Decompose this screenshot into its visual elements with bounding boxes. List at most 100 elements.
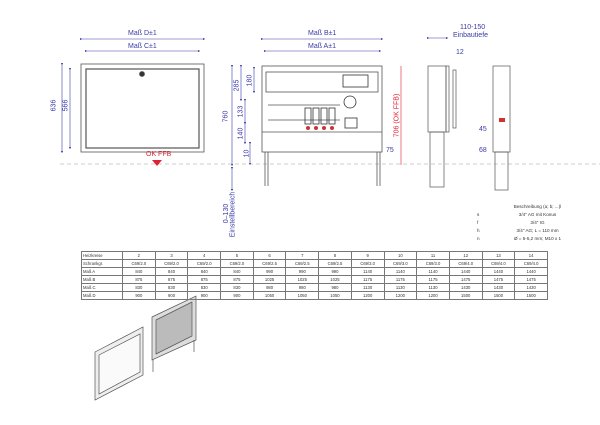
table-cell: 980 xyxy=(285,283,320,292)
table-cell: 840 xyxy=(187,267,222,276)
h-180: 180 xyxy=(246,74,254,87)
dim-b: Maß B±1 xyxy=(308,30,337,37)
dimension-lines xyxy=(60,36,449,192)
table-cell: 1430 xyxy=(481,283,516,292)
table-cell: 875 xyxy=(220,275,254,284)
dim-c: Maß C±1 xyxy=(128,43,157,50)
legend-value: 3/4" AG; L = 110 mm xyxy=(516,227,559,233)
legend-key: f xyxy=(477,219,479,225)
table-cell: 1175 xyxy=(383,275,418,284)
table-cell: 10 xyxy=(383,251,418,260)
table-cell: 990 xyxy=(285,267,320,276)
table-cell: 1440 xyxy=(481,267,516,276)
table-cell: 980 xyxy=(252,283,287,292)
table-cell: C69/3.0 xyxy=(350,259,385,268)
table-cell: 1200 xyxy=(383,291,418,300)
table-cell: 1025 xyxy=(285,275,320,284)
table-cell: 980 xyxy=(318,283,352,292)
table-cell: 1130 xyxy=(350,283,385,292)
table-cell: 1500 xyxy=(448,291,483,300)
table-cell: 990 xyxy=(318,267,352,276)
legend-key: n xyxy=(477,235,480,241)
table-cell: 1440 xyxy=(448,267,483,276)
table-cell: 840 xyxy=(220,267,254,276)
dim-a: Maß A±1 xyxy=(308,43,336,50)
h-10: 10 xyxy=(243,149,251,158)
table-cell: 1500 xyxy=(481,291,516,300)
table-cell: 9 xyxy=(350,251,385,260)
table-cell: 840 xyxy=(122,267,156,276)
dim-d: Maß D±1 xyxy=(128,30,157,37)
table-cell: 900 xyxy=(154,291,189,300)
table-cell: 840 xyxy=(154,267,189,276)
legend-key: h xyxy=(477,227,480,233)
h-760: 760 xyxy=(222,110,230,123)
legend-value: 3/4" AG mit Konus xyxy=(518,211,557,217)
table-cell: 1430 xyxy=(448,283,483,292)
table-cell: 1200 xyxy=(350,291,385,300)
table-cell: 1500 xyxy=(514,291,548,300)
table-cell: 14 xyxy=(514,251,548,260)
depth: 110-150 xyxy=(460,24,486,31)
table-cell: 1050 xyxy=(252,291,287,300)
table-cell: 875 xyxy=(122,275,156,284)
row-header: Maß A xyxy=(81,267,123,276)
product-images xyxy=(94,295,197,401)
table-cell: 1200 xyxy=(416,291,450,300)
table-cell: 1430 xyxy=(514,283,548,292)
table-cell: C69/4.0 xyxy=(514,259,548,268)
front-view xyxy=(80,63,205,153)
table-cell: 1440 xyxy=(514,267,548,276)
table-cell: 875 xyxy=(154,275,189,284)
ok-ffb-label: OK FFB xyxy=(146,151,172,158)
table-cell: 1475 xyxy=(448,275,483,284)
w-75: 75 xyxy=(386,147,394,154)
d-68: 68 xyxy=(479,147,487,154)
table-cell: 12 xyxy=(448,251,483,260)
h-133: 133 xyxy=(237,105,245,118)
table-cell: 830 xyxy=(154,283,189,292)
table-cell: C69/3.0 xyxy=(383,259,418,268)
d-12: 12 xyxy=(456,49,464,56)
table-cell: C69/2.0 xyxy=(187,259,222,268)
row-header: Maß D xyxy=(81,291,123,300)
table-cell: 900 xyxy=(122,291,156,300)
table-cell: 8 xyxy=(318,251,352,260)
legend-header: Beschreibung (a; b; ...)l xyxy=(513,203,562,209)
ffb-marker xyxy=(152,160,162,166)
table-cell: 1175 xyxy=(416,275,450,284)
legend-row: h 3/4" AG; L = 110 mm xyxy=(475,226,580,234)
table-cell: 6 xyxy=(252,251,287,260)
table-cell: 1050 xyxy=(318,291,352,300)
table-cell: C69/2.5 xyxy=(318,259,352,268)
depth-label: Einbautiefe xyxy=(453,32,489,39)
table-cell: 830 xyxy=(187,283,222,292)
table-cell: 1140 xyxy=(383,267,418,276)
row-header: Schrankgr. xyxy=(81,259,123,268)
h-285: 285 xyxy=(233,79,241,92)
table-cell: 7 xyxy=(285,251,320,260)
table-cell: C69/2.5 xyxy=(285,259,320,268)
side-views xyxy=(427,65,511,191)
table-cell: 875 xyxy=(187,275,222,284)
table-cell: 3 xyxy=(154,251,189,260)
table-cell: C69/3.0 xyxy=(416,259,450,268)
table-cell: 990 xyxy=(252,267,287,276)
height-outer: 636 xyxy=(50,99,58,112)
table-cell: 830 xyxy=(220,283,254,292)
legend-value: Ø = 5-5,2 mm; M10 x 1 xyxy=(513,235,562,241)
legend-key: s xyxy=(477,211,480,217)
table-cell: 1130 xyxy=(416,283,450,292)
row-header: Heizkreise xyxy=(81,251,123,260)
table-cell: 900 xyxy=(187,291,222,300)
table-cell: 830 xyxy=(122,283,156,292)
table-cell: 1475 xyxy=(514,275,548,284)
table-cell: 4 xyxy=(187,251,222,260)
